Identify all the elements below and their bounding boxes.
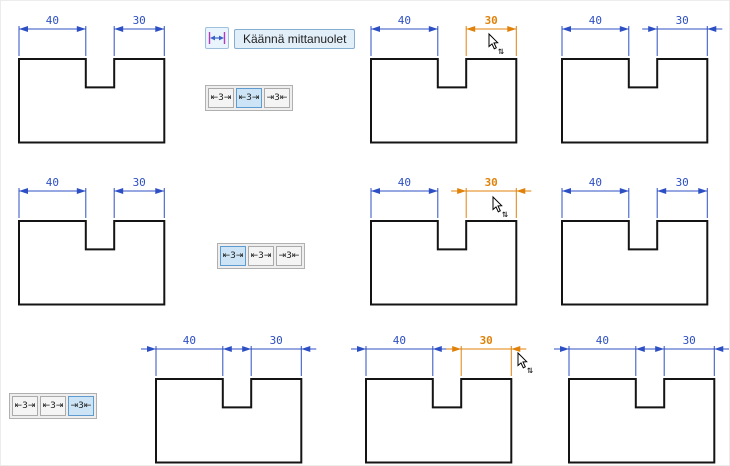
drawing-row3-during: 40 30 ⇅: [351, 334, 533, 464]
mouse-cursor: ⇅: [492, 195, 508, 220]
part-outline: [561, 220, 709, 306]
drawing-row2-during: 40 30 ⇅: [370, 176, 532, 306]
drawing-row3-after: 40 30: [554, 334, 729, 464]
dimension-40: 40: [351, 334, 448, 376]
dimension-30: 30: [236, 334, 317, 376]
drawing-row1-after: 40 30: [561, 14, 723, 144]
part-outline: [370, 220, 518, 306]
arrows-inside-button[interactable]: ⇤3⇥: [248, 246, 274, 266]
flip-dimension-arrows-icon[interactable]: [205, 27, 229, 49]
dimension-40: 40: [141, 334, 238, 376]
drawing-row1-before: 40 30: [18, 14, 166, 144]
tooltip: Käännä mittanuolet: [234, 29, 356, 49]
dimension-40: 40: [370, 14, 439, 56]
part-outline: [568, 378, 716, 464]
drawing-row1-during: 40 30 ⇅: [370, 14, 518, 144]
dimension-value-40: 40: [398, 176, 411, 189]
dimension-40: 40: [561, 14, 630, 56]
arrows-inside-button[interactable]: ⇤3⇥: [40, 396, 66, 416]
mouse-cursor: ⇅: [517, 351, 533, 376]
dimension-value-30: 30: [133, 14, 146, 27]
dimension-value-40: 40: [589, 14, 602, 27]
arrows-auto-button[interactable]: ⇤3⇥: [220, 246, 246, 266]
dimension-30: 30: [656, 176, 708, 218]
dimension-value-30: 30: [270, 334, 283, 347]
dimension-value-40: 40: [589, 176, 602, 189]
dimension-value-40: 40: [46, 176, 59, 189]
dimension-40: 40: [18, 176, 87, 218]
dimension-30: 30: [642, 14, 723, 56]
dimension-value-40: 40: [183, 334, 196, 347]
arrows-outside-button[interactable]: ⇥3⇤: [68, 396, 94, 416]
flip-cursor-badge-icon: ⇅: [497, 46, 504, 57]
dimension-30: 30: [649, 334, 729, 376]
dimension-40: 40: [554, 334, 651, 376]
dimension-value-40: 40: [393, 334, 406, 347]
dimension-30: 30: [113, 14, 165, 56]
dimension-30-selected[interactable]: 30: [451, 176, 532, 218]
dimension-30: 30: [113, 176, 165, 218]
drawing-row3-before: 40 30: [141, 334, 317, 464]
flip-arrows-toolbar-3: ⇤3⇥⇤3⇥⇥3⇤: [9, 393, 97, 419]
dimension-value-30: 30: [683, 334, 696, 347]
dimension-value-30[interactable]: 30: [485, 14, 498, 27]
dimension-value-40: 40: [596, 334, 609, 347]
part-outline: [365, 378, 513, 464]
dimension-40: 40: [18, 14, 87, 56]
dimension-value-30: 30: [676, 14, 689, 27]
drawing-row2-before: 40 30: [18, 176, 166, 306]
part-outline: [370, 58, 518, 144]
flip-cursor-badge-icon: ⇅: [526, 365, 533, 376]
dimension-40: 40: [561, 176, 630, 218]
mouse-cursor: ⇅: [488, 32, 504, 57]
part-outline: [561, 58, 709, 144]
dimension-value-30[interactable]: 30: [480, 334, 493, 347]
dimension-value-40: 40: [398, 14, 411, 27]
arrows-auto-button[interactable]: ⇤3⇥: [12, 396, 38, 416]
dimension-40: 40: [370, 176, 439, 218]
arrows-outside-button[interactable]: ⇥3⇤: [276, 246, 302, 266]
part-outline: [18, 220, 166, 306]
arrows-outside-button[interactable]: ⇥3⇤: [264, 88, 290, 108]
dimension-value-30[interactable]: 30: [485, 176, 498, 189]
dimension-value-40: 40: [46, 14, 59, 27]
flip-cursor-badge-icon: ⇅: [501, 209, 508, 220]
part-outline: [155, 378, 303, 464]
flip-arrows-toolbar-2: ⇤3⇥⇤3⇥⇥3⇤: [217, 243, 305, 269]
dimension-30-selected[interactable]: 30: [446, 334, 527, 376]
dimension-30-selected[interactable]: 30: [465, 14, 517, 56]
arrows-inside-button[interactable]: ⇤3⇥: [236, 88, 262, 108]
drawing-row2-after: 40 30: [561, 176, 709, 306]
part-outline: [18, 58, 166, 144]
dimension-value-30: 30: [676, 176, 689, 189]
arrows-auto-button[interactable]: ⇤3⇥: [208, 88, 234, 108]
flip-arrows-toolbar-1: ⇤3⇥⇤3⇥⇥3⇤: [205, 85, 293, 111]
dimension-value-30: 30: [133, 176, 146, 189]
